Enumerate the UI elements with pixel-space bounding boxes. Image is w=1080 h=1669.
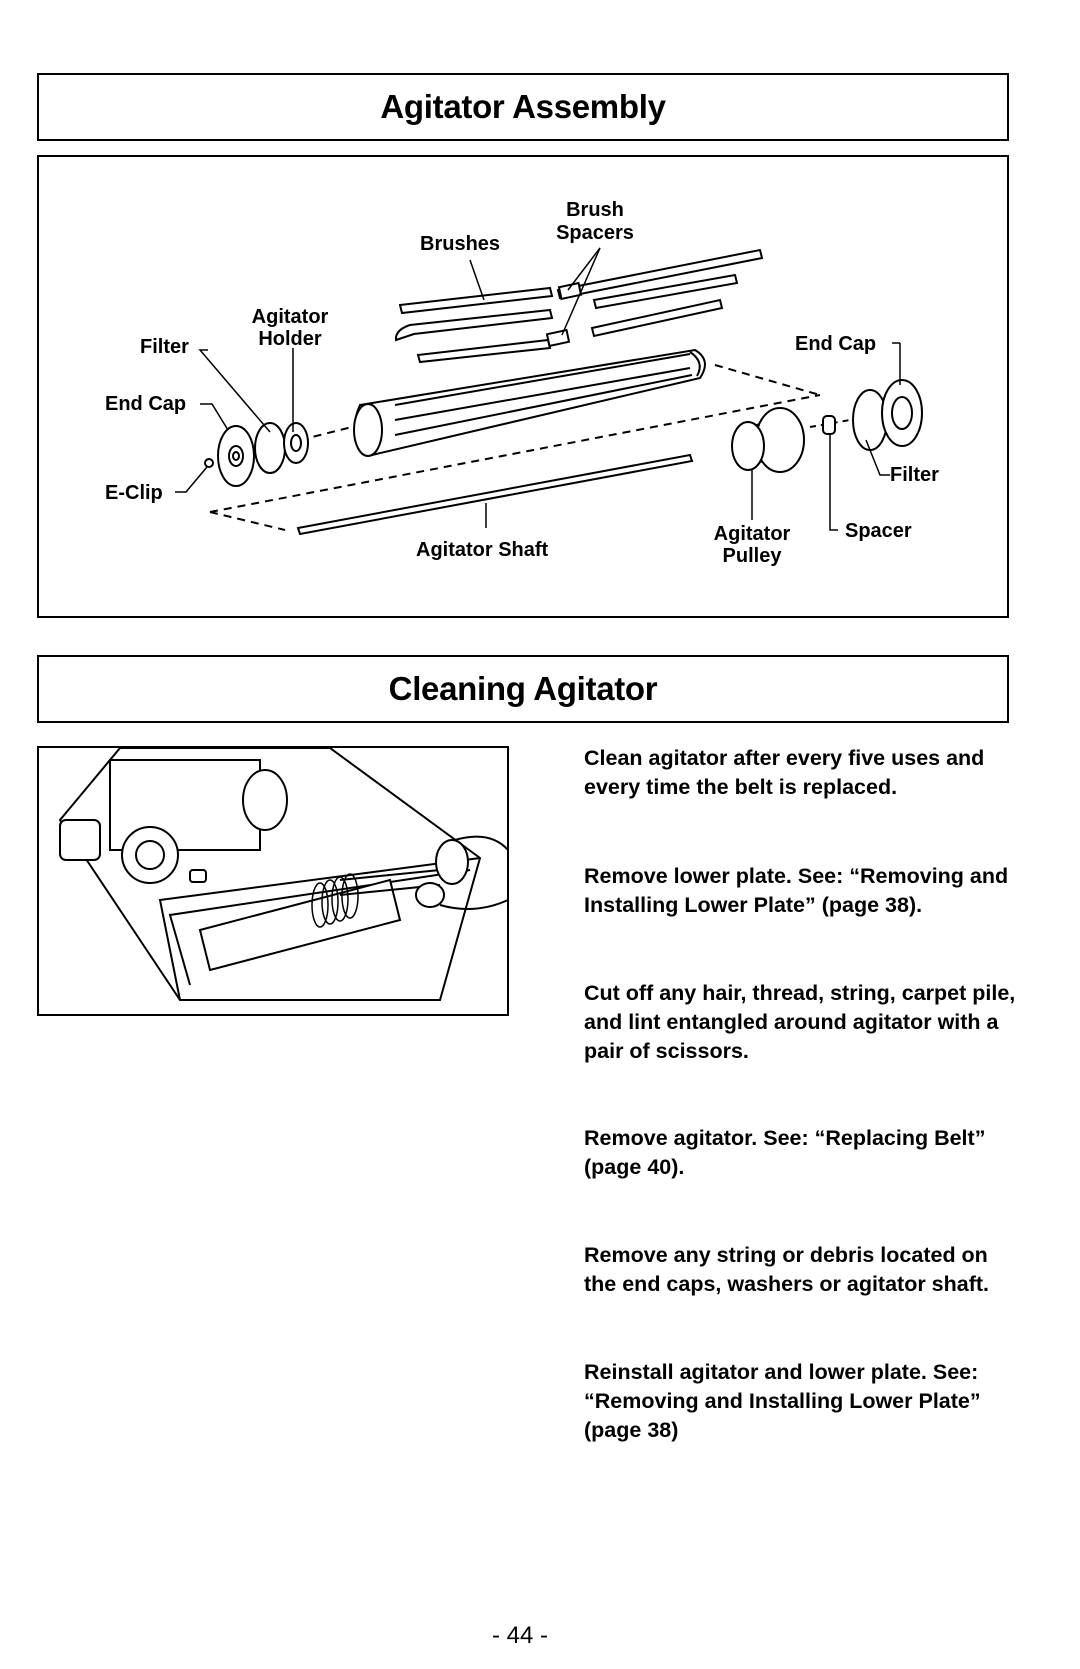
label-spacer: Spacer bbox=[845, 520, 912, 542]
label-filter-left: Filter bbox=[140, 336, 189, 358]
instruction-paragraph-1: Clean agitator after every five uses and… bbox=[584, 746, 985, 799]
cleaning-title-box: Cleaning Agitator bbox=[37, 655, 1009, 723]
right-end-parts bbox=[731, 379, 923, 473]
left-end-parts bbox=[204, 422, 309, 487]
instruction-paragraph-3: Cut off any hair, thread, string, carpet… bbox=[584, 981, 1016, 1063]
instruction-paragraph-2: Remove lower plate. See: “Removing and I… bbox=[584, 864, 1009, 917]
dash-line-holder bbox=[299, 424, 361, 441]
dash-line-shaft-axis bbox=[209, 394, 821, 513]
label-brushes: Brushes bbox=[420, 233, 500, 255]
label-e-clip: E-Clip bbox=[105, 482, 163, 504]
label-end-cap-left: End Cap bbox=[105, 393, 186, 415]
agitator-tube bbox=[353, 348, 706, 457]
assembly-title: Agitator Assembly bbox=[380, 88, 666, 125]
dash-line-left-bottom bbox=[209, 511, 286, 531]
label-filter-right: Filter bbox=[890, 464, 939, 486]
label-brush-spacers-line1: Brush bbox=[566, 199, 624, 221]
label-agitator-holder-line2: Holder bbox=[258, 328, 322, 350]
label-agitator-shaft: Agitator Shaft bbox=[416, 539, 549, 561]
instruction-paragraph-4: Remove agitator. See: “Replacing Belt” (… bbox=[584, 1126, 986, 1179]
cleaning-illustration bbox=[37, 746, 509, 1016]
cleaning-title: Cleaning Agitator bbox=[388, 670, 658, 707]
label-brush-spacers-line2: Spacers bbox=[556, 222, 634, 244]
label-agitator-pulley-line2: Pulley bbox=[723, 545, 783, 567]
assembly-title-box: Agitator Assembly bbox=[37, 73, 1009, 141]
dash-line-right-top bbox=[714, 364, 821, 396]
agitator-shaft bbox=[296, 453, 694, 536]
assembly-diagram-box bbox=[37, 155, 1009, 618]
label-end-cap-right: End Cap bbox=[795, 333, 876, 355]
label-agitator-pulley-line1: Agitator bbox=[714, 523, 791, 545]
instruction-paragraph-5: Remove any string or debris located on t… bbox=[584, 1243, 990, 1296]
label-agitator-holder-line1: Agitator bbox=[252, 306, 329, 328]
dash-line-spacer bbox=[809, 419, 851, 428]
instruction-paragraph-6: Reinstall agitator and lower plate. See:… bbox=[584, 1360, 981, 1442]
brushes-group bbox=[394, 248, 764, 364]
page-number: - 44 - bbox=[491, 1622, 548, 1649]
